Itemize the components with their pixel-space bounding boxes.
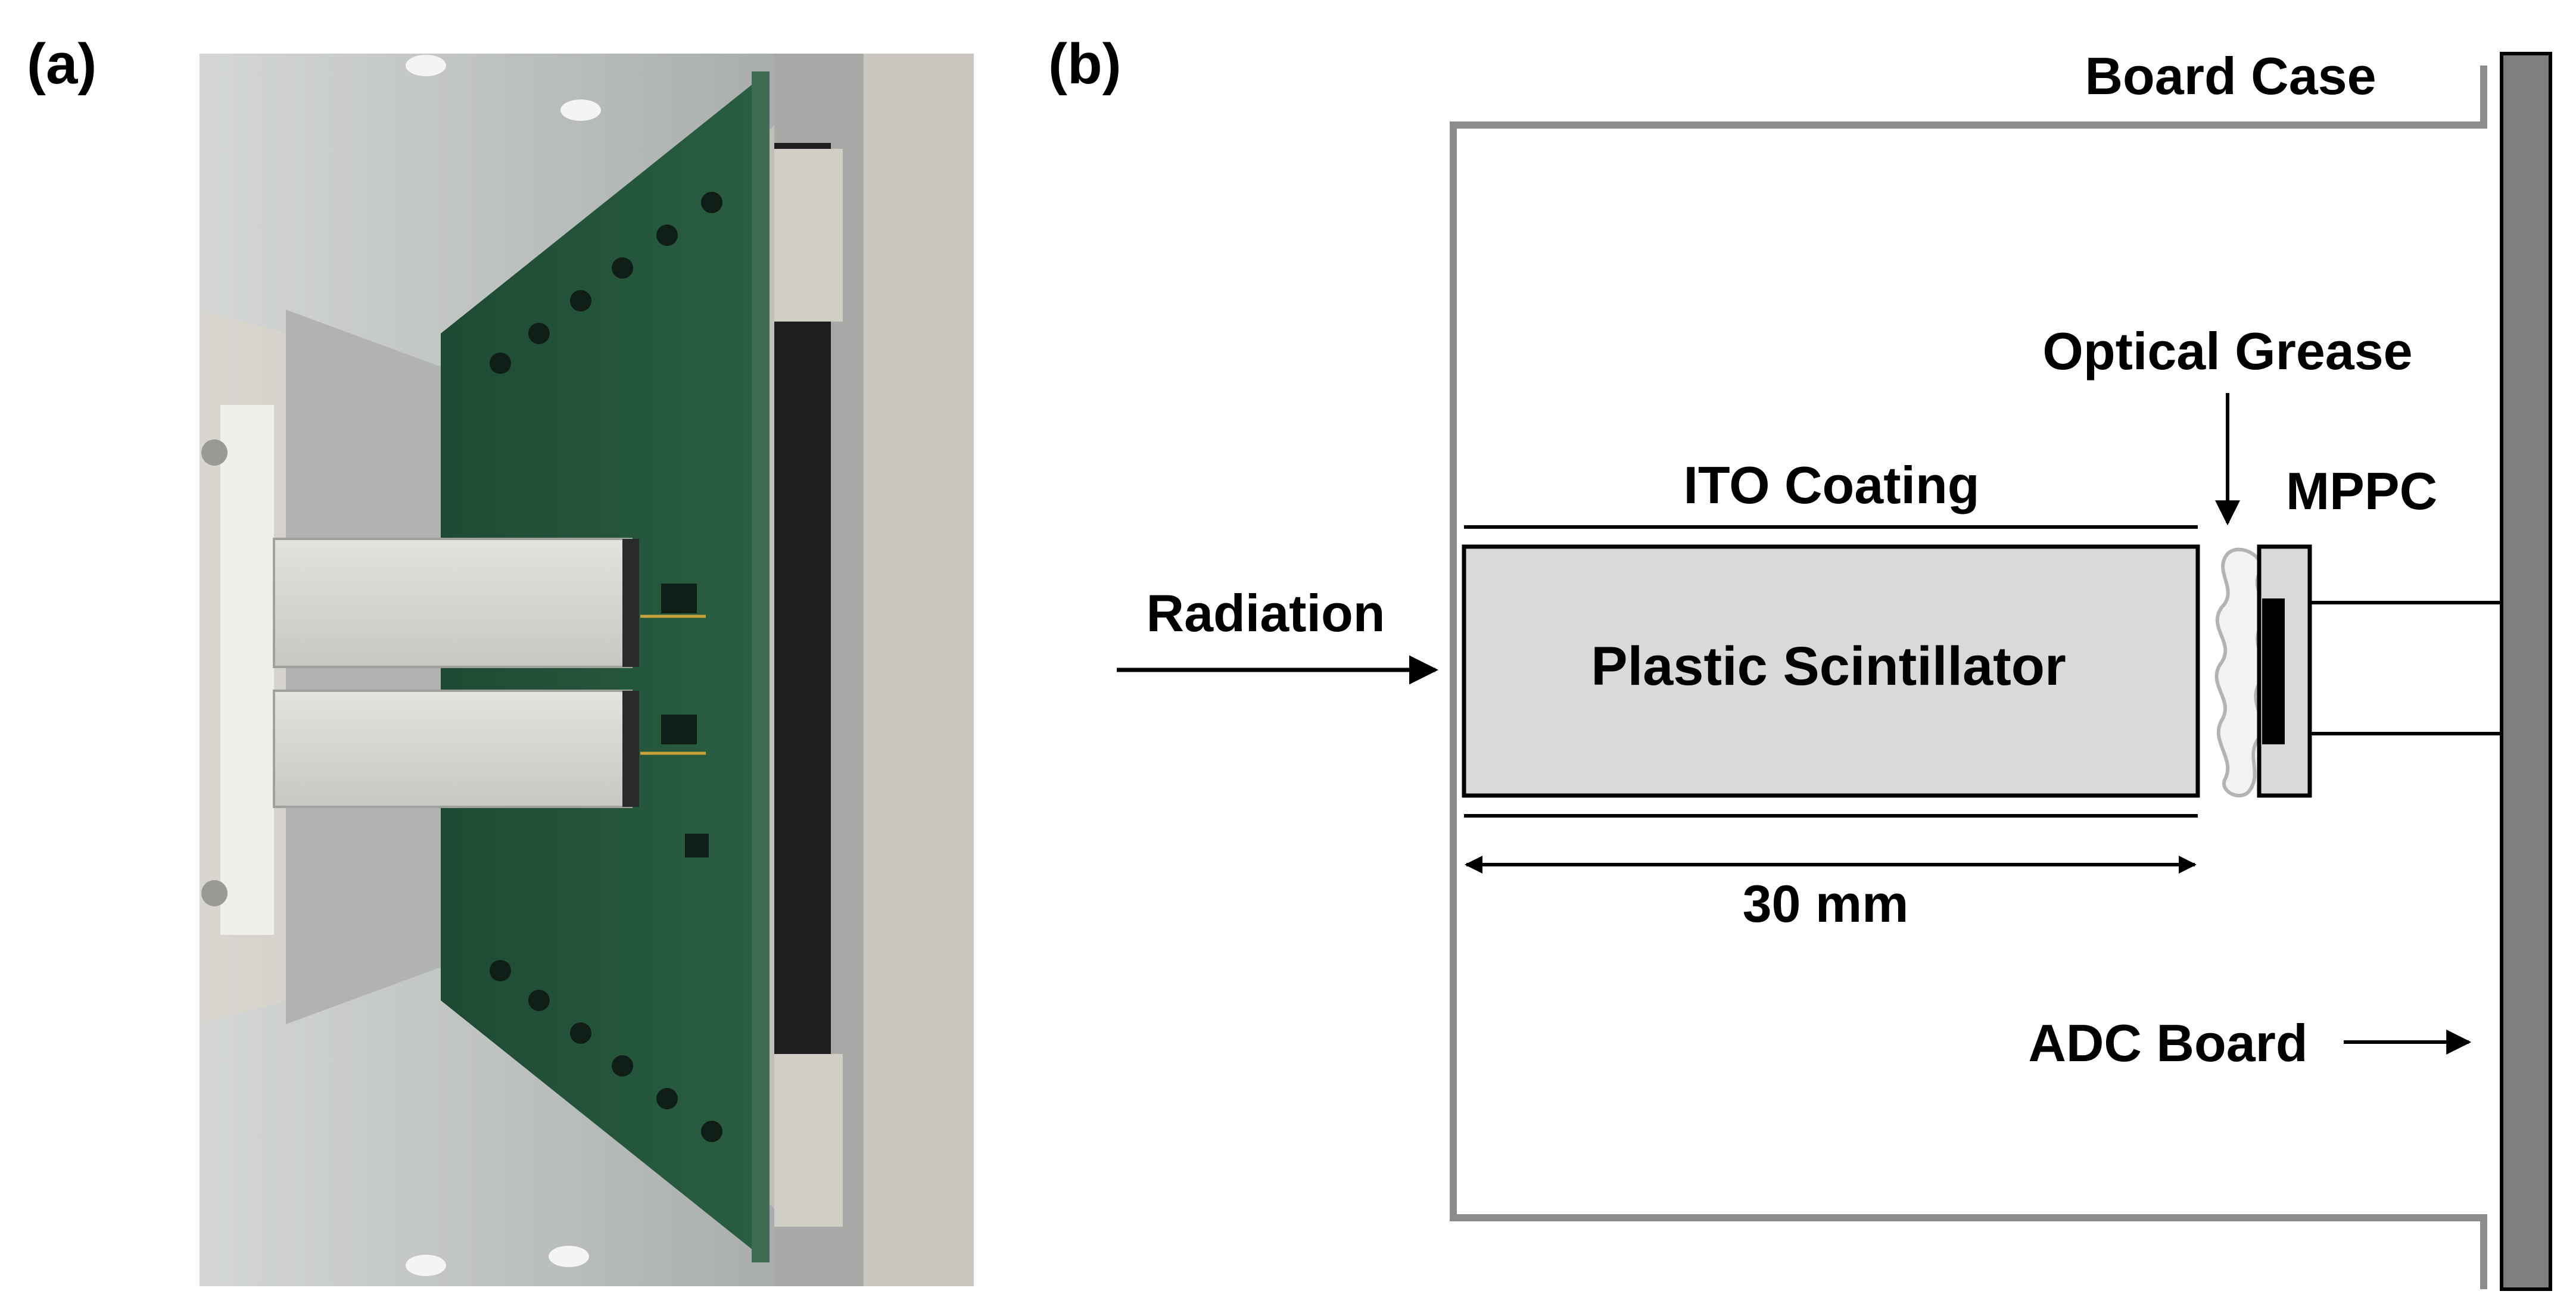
device-photo bbox=[200, 54, 974, 1286]
panel-a-label: (a) bbox=[27, 32, 96, 96]
adc-board bbox=[2500, 52, 2552, 1291]
board-case-label: Board Case bbox=[2085, 46, 2376, 105]
mppc-sensor bbox=[2262, 598, 2285, 744]
ito-coating-label: ITO Coating bbox=[1683, 456, 1979, 514]
panel-b-label: (b) bbox=[1048, 32, 1122, 96]
radiation-label: Radiation bbox=[1147, 584, 1385, 643]
mppc-label: MPPC bbox=[2286, 461, 2437, 520]
dimension-label: 30 mm bbox=[1743, 874, 1909, 933]
scintillator-label: Plastic Scintillator bbox=[1591, 636, 2066, 697]
board-case bbox=[1450, 66, 2487, 1289]
scintillator-rect bbox=[1462, 544, 2200, 798]
optical-grease-label: Optical Grease bbox=[2042, 322, 2412, 381]
adc-board-label: ADC Board bbox=[2028, 1013, 2307, 1072]
